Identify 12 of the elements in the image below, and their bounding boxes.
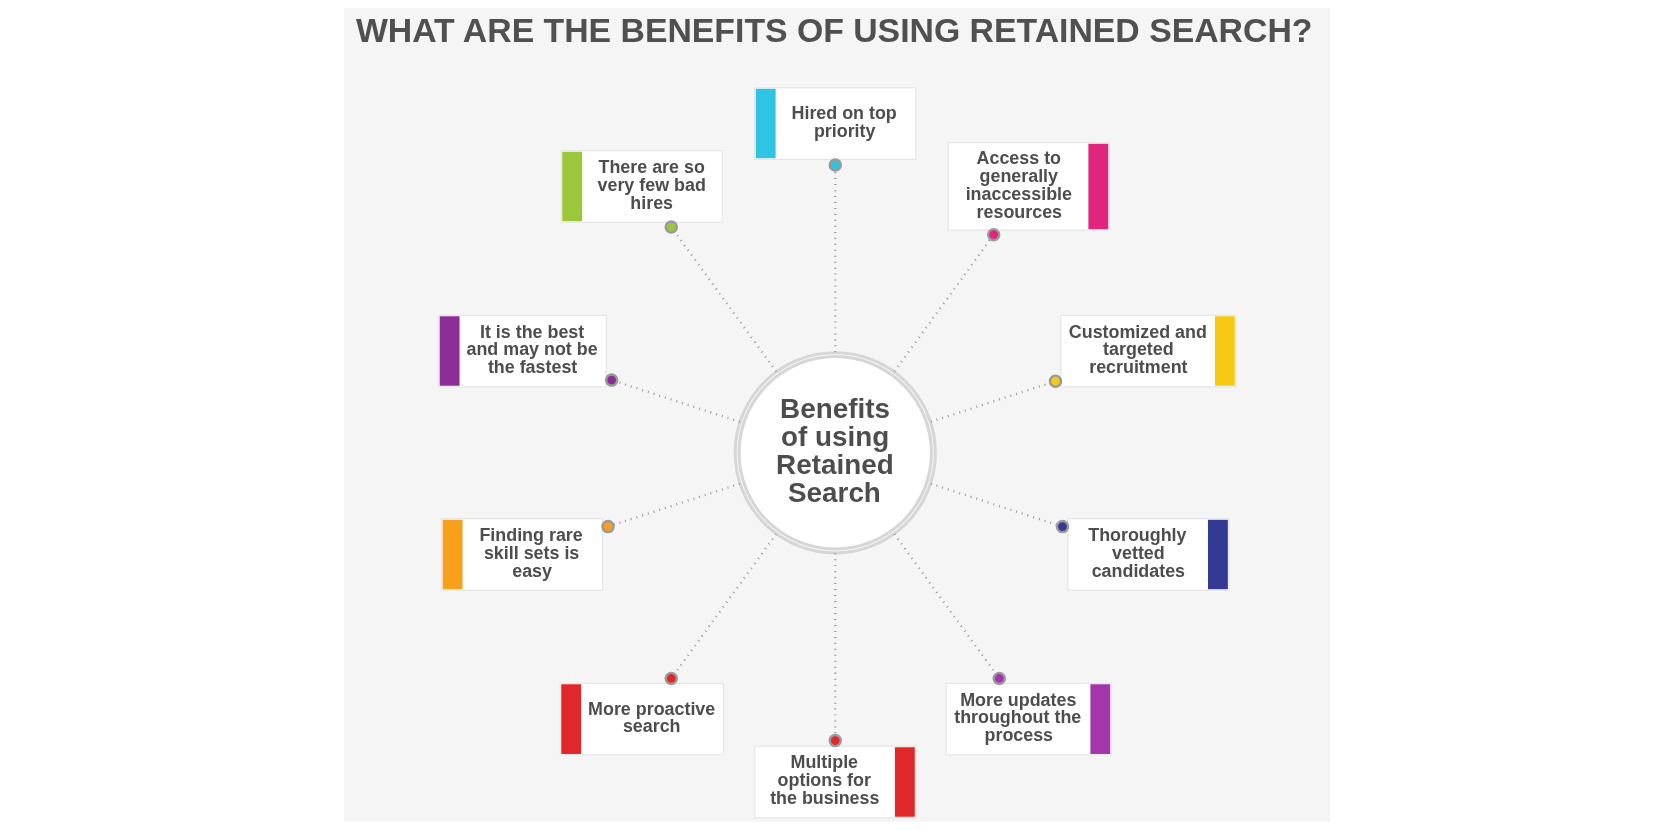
connector xyxy=(893,227,1001,373)
connector xyxy=(828,553,843,748)
connector xyxy=(930,482,1070,534)
connector xyxy=(664,220,778,373)
connector xyxy=(893,533,1006,686)
connector xyxy=(604,373,740,423)
connector xyxy=(664,533,778,686)
connector xyxy=(828,158,843,353)
node-circle: Benefits of using Retained Search xyxy=(733,351,937,555)
connector xyxy=(601,482,740,534)
connector xyxy=(930,374,1063,423)
diagram-title: WHAT ARE THE BENEFITS OF USING RETAINED SEARCH? xyxy=(355,11,1313,50)
